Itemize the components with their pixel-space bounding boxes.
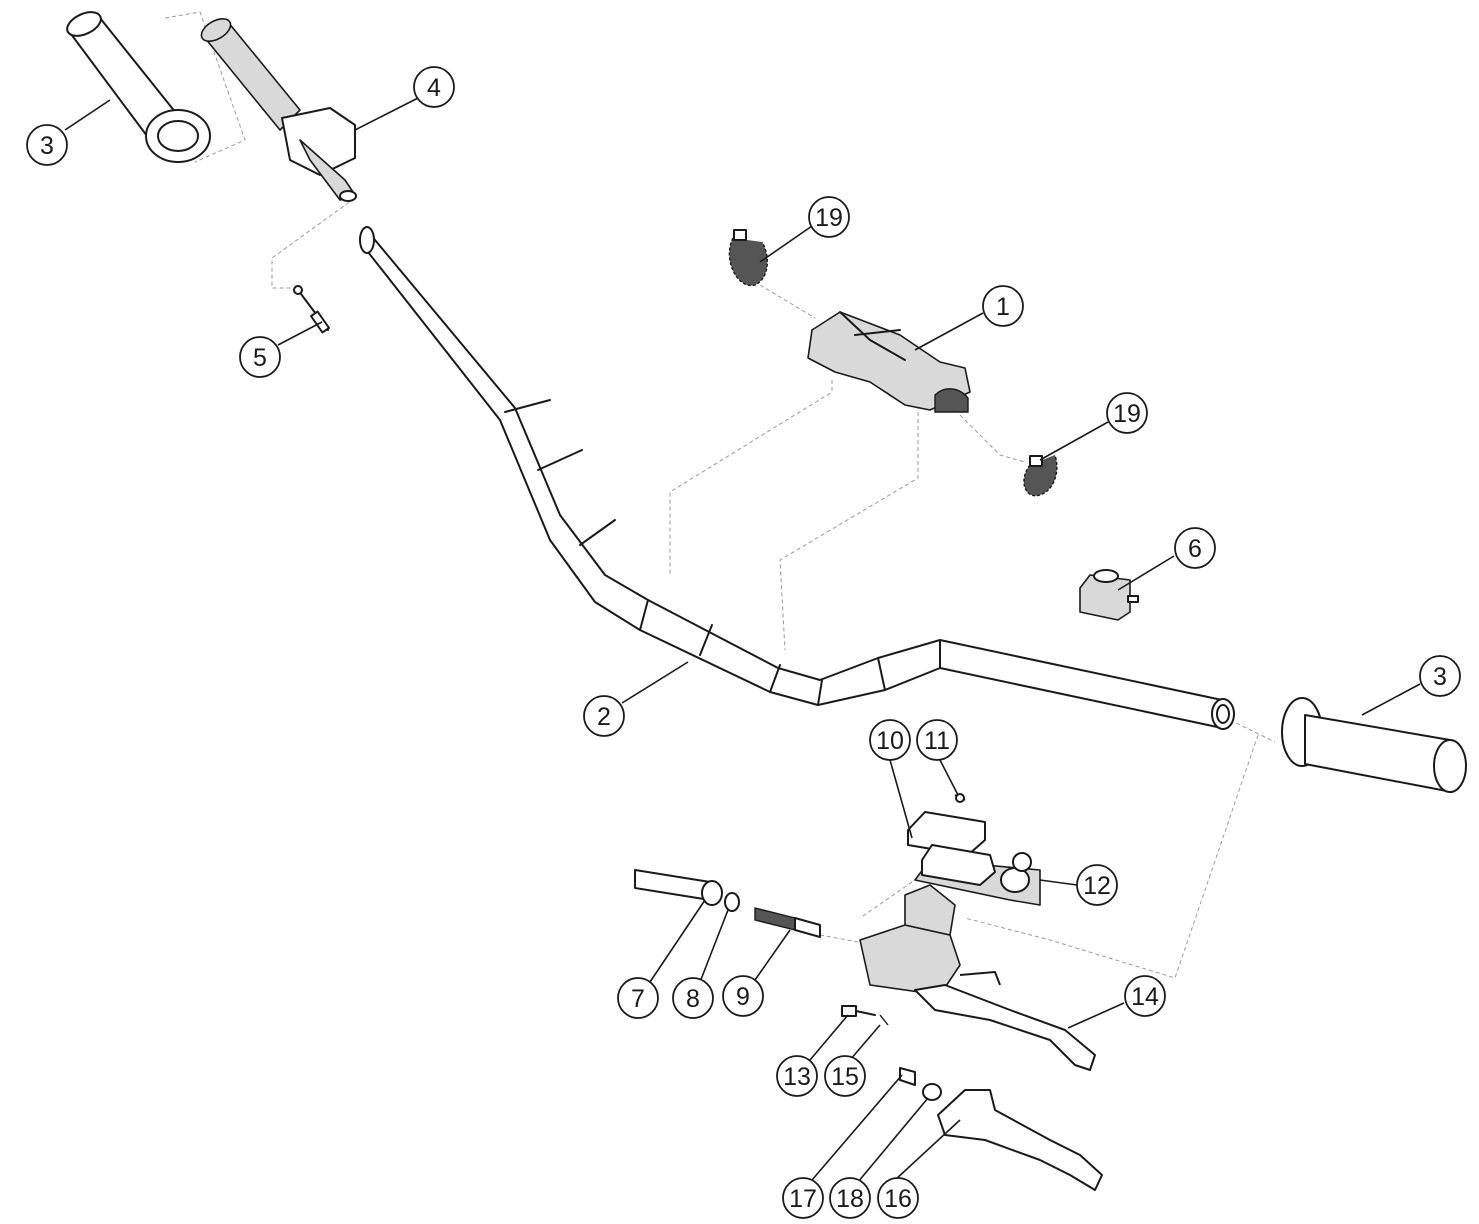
callout-8: 8 <box>672 977 714 1019</box>
callout-14: 14 <box>1124 975 1166 1017</box>
left-grip <box>66 11 211 163</box>
callout-7: 7 <box>617 977 659 1019</box>
callout-2: 2 <box>583 695 625 737</box>
callout-label-11: 11 <box>924 727 950 755</box>
callout-label-9: 9 <box>736 983 750 1011</box>
callout-label-7: 7 <box>631 985 645 1013</box>
callout-13: 13 <box>776 1055 818 1097</box>
callout-label-17: 17 <box>789 1185 817 1213</box>
leader-lines <box>64 97 1421 1183</box>
handlebar-tube <box>359 226 1235 730</box>
pivot-bolt <box>841 1005 889 1026</box>
reservoir-cover <box>907 793 1041 906</box>
callout-label-2: 2 <box>597 703 611 731</box>
callout-label-3-right: 3 <box>1433 663 1447 691</box>
callout-17: 17 <box>782 1177 824 1219</box>
callout-15: 15 <box>824 1055 866 1097</box>
cable-tie-lower <box>1023 454 1058 497</box>
handlebar-clamp <box>807 311 971 413</box>
master-cylinder <box>859 884 1096 1071</box>
callout-3-left: 3 <box>26 124 68 166</box>
right-grip <box>1281 697 1467 793</box>
switch-block <box>1079 569 1139 621</box>
callout-10: 10 <box>869 719 911 761</box>
callout-16: 16 <box>877 1177 919 1219</box>
cable-tie-upper <box>728 229 768 287</box>
throttle-grip <box>200 18 357 202</box>
callout-label-15: 15 <box>831 1063 859 1091</box>
callout-19-upper: 19 <box>808 196 850 238</box>
pushrod-assembly <box>634 869 821 938</box>
callout-label-12: 12 <box>1083 872 1111 900</box>
pin <box>293 285 331 334</box>
callout-1: 1 <box>982 285 1024 327</box>
callout-label-5: 5 <box>253 344 267 372</box>
lever <box>899 1067 1103 1191</box>
callout-9: 9 <box>722 975 764 1017</box>
callout-11: 11 <box>916 719 958 761</box>
callout-label-1: 1 <box>996 293 1010 321</box>
callouts: 1 2 3 3 4 5 6 7 <box>26 66 1461 1219</box>
callout-label-13: 13 <box>783 1063 811 1091</box>
callout-label-16: 16 <box>884 1185 912 1213</box>
callout-12: 12 <box>1076 864 1118 906</box>
callout-18: 18 <box>829 1177 871 1219</box>
callout-3-right: 3 <box>1419 655 1461 697</box>
callout-label-19-upper: 19 <box>815 204 843 232</box>
callout-19-lower: 19 <box>1106 392 1148 434</box>
callout-label-8: 8 <box>686 985 700 1013</box>
callout-label-18: 18 <box>836 1185 864 1213</box>
callout-label-10: 10 <box>876 727 904 755</box>
callout-label-19-lower: 19 <box>1113 400 1141 428</box>
callout-5: 5 <box>239 336 281 378</box>
callout-4: 4 <box>413 66 455 108</box>
callout-label-3-left: 3 <box>40 132 54 160</box>
assembly-guide-lines <box>164 11 1276 979</box>
callout-6: 6 <box>1174 527 1216 569</box>
callout-label-14: 14 <box>1131 983 1159 1011</box>
callout-label-6: 6 <box>1188 535 1202 563</box>
callout-label-4: 4 <box>427 74 441 102</box>
